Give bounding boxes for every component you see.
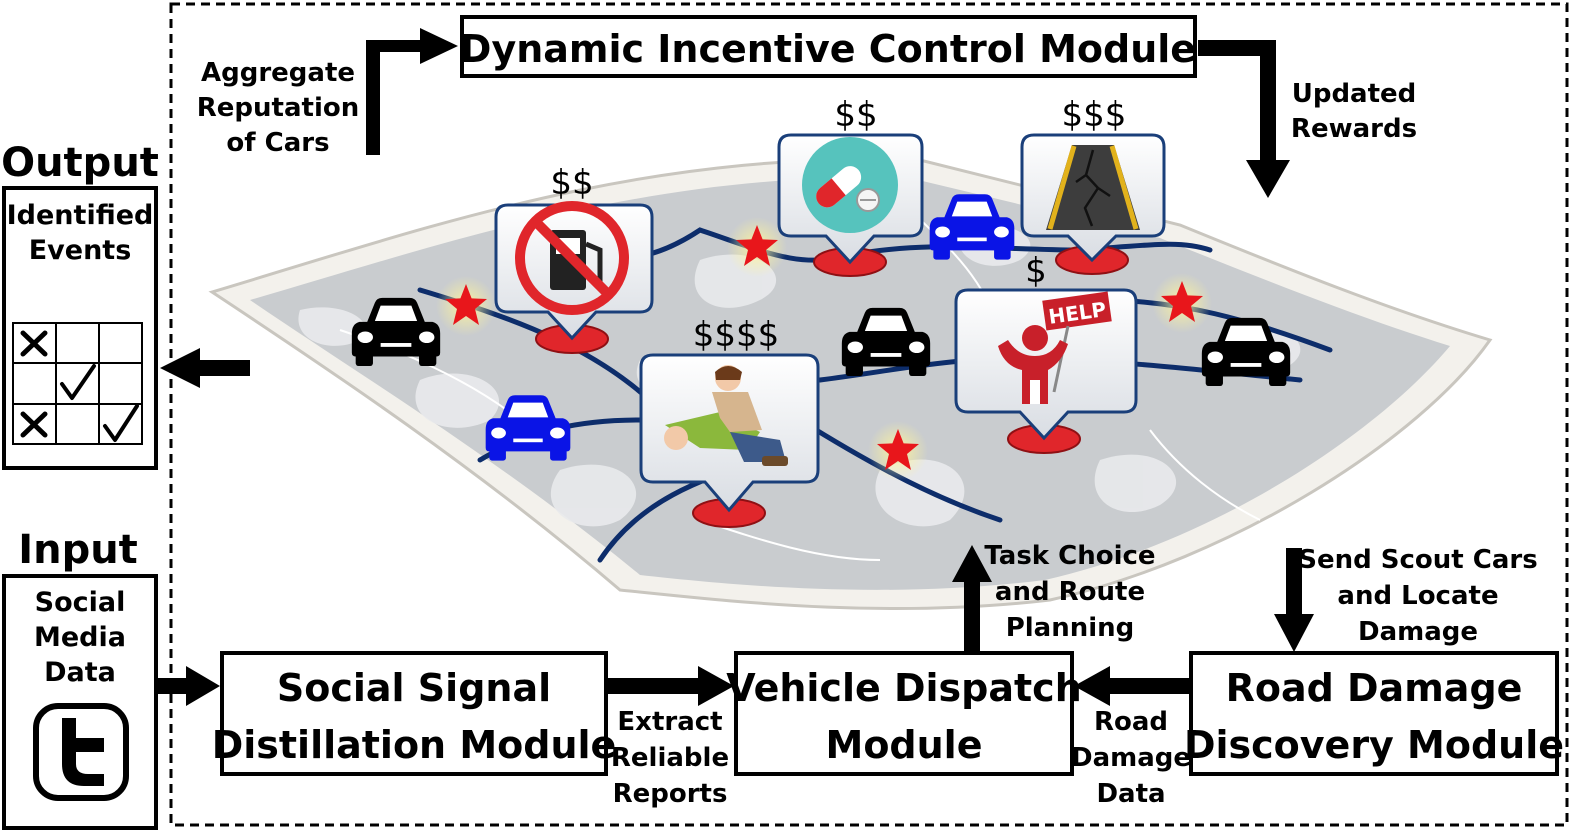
star-icon (436, 276, 496, 336)
social-signal-module: Social Signal Distillation Module (212, 651, 617, 776)
vehicle-dispatch-label-line1: Vehicle Dispatch (726, 666, 1082, 710)
arrow-input-to-social (158, 666, 220, 706)
output-panel: Output Identified Events (1, 140, 159, 470)
event-marker-first-aid: $$$$ (639, 315, 820, 528)
svg-text:Updated: Updated (1292, 79, 1417, 109)
price-label: $ (1025, 251, 1047, 291)
svg-text:Aggregate: Aggregate (201, 58, 355, 88)
input-text-line2: Media (34, 622, 126, 653)
event-marker-help: HELP $ (954, 251, 1138, 454)
arrow-to-output (160, 348, 250, 388)
svg-text:Reports: Reports (613, 779, 728, 809)
svg-text:and Route: and Route (995, 577, 1145, 607)
cpr-icon (664, 365, 788, 466)
price-label: $$ (834, 95, 877, 135)
arrow-incentive-to-rewards (1198, 40, 1290, 198)
svg-text:Data: Data (1096, 779, 1165, 809)
svg-text:and Locate: and Locate (1337, 581, 1498, 611)
arrows (158, 28, 1314, 706)
social-signal-label-line1: Social Signal (277, 666, 551, 710)
event-marker-no-fuel: $$ (494, 163, 654, 354)
star-markers (436, 217, 1212, 481)
output-text-line2: Events (29, 235, 132, 266)
events-grid (12, 322, 143, 445)
svg-text:Send Scout Cars: Send Scout Cars (1298, 545, 1537, 575)
cross-icon (20, 411, 48, 438)
input-panel: Input Social Media Data (2, 527, 158, 830)
input-text-line3: Data (44, 657, 116, 688)
label-task-choice: Task Choice and Route Planning (984, 541, 1155, 643)
dynamic-incentive-label: Dynamic Incentive Control Module (460, 27, 1196, 71)
road-damage-label-line1: Road Damage (1226, 666, 1523, 710)
svg-text:Task Choice: Task Choice (984, 541, 1155, 571)
event-marker-medicine: $$ (777, 95, 924, 277)
check-icon (103, 404, 139, 442)
arrow-reputation-to-incentive (366, 28, 458, 155)
svg-text:Damage: Damage (1071, 743, 1191, 773)
input-text-line1: Social (35, 587, 126, 618)
svg-text:Extract: Extract (617, 707, 722, 737)
label-extract-reports: Extract Reliable Reports (611, 707, 729, 809)
output-title: Output (1, 140, 159, 186)
dynamic-incentive-module: Dynamic Incentive Control Module (460, 15, 1197, 78)
input-title: Input (18, 527, 138, 573)
arrow-social-to-dispatch (608, 666, 734, 706)
svg-text:Reliable: Reliable (611, 743, 729, 773)
svg-text:Rewards: Rewards (1291, 114, 1417, 144)
label-aggregate-reputation: Aggregate Reputation of Cars (197, 58, 359, 158)
svg-text:Reputation: Reputation (197, 93, 359, 123)
star-icon (868, 421, 928, 481)
cross-icon (20, 330, 48, 357)
no-fuel-icon (515, 201, 629, 315)
social-signal-label-line2: Distillation Module (212, 723, 617, 767)
system-frame (169, 2, 1569, 827)
arrow-dispatch-to-map (952, 545, 992, 651)
road-damage-module: Road Damage Discovery Module (1184, 651, 1564, 776)
label-updated-rewards: Updated Rewards (1291, 79, 1417, 144)
event-marker-road-damage: $$$ (1020, 95, 1166, 275)
label-road-damage-data: Road Damage Data (1071, 707, 1191, 809)
road-damage-label-line2: Discovery Module (1184, 723, 1564, 767)
svg-text:of Cars: of Cars (226, 128, 329, 158)
svg-text:Planning: Planning (1006, 613, 1135, 643)
svg-text:Road: Road (1094, 707, 1168, 737)
price-label: $$ (550, 163, 593, 203)
output-text-line1: Identified (7, 200, 154, 231)
arrow-roaddamage-to-dispatch (1074, 666, 1189, 706)
label-send-scout: Send Scout Cars and Locate Damage (1298, 545, 1537, 647)
price-label: $$$$ (693, 315, 780, 355)
vehicle-dispatch-module: Vehicle Dispatch Module (726, 651, 1082, 776)
pills-icon (802, 137, 898, 233)
check-icon (60, 364, 96, 400)
price-label: $$$ (1062, 95, 1127, 135)
star-icon (1152, 273, 1212, 333)
twitter-icon (33, 703, 129, 801)
vehicle-dispatch-label-line2: Module (826, 723, 983, 767)
cracked-road-icon (1046, 145, 1140, 230)
help-sign-icon: HELP (998, 291, 1112, 404)
arrow-scout-to-roaddamage (1274, 548, 1314, 652)
svg-text:Damage: Damage (1358, 617, 1478, 647)
star-icon (727, 217, 787, 277)
